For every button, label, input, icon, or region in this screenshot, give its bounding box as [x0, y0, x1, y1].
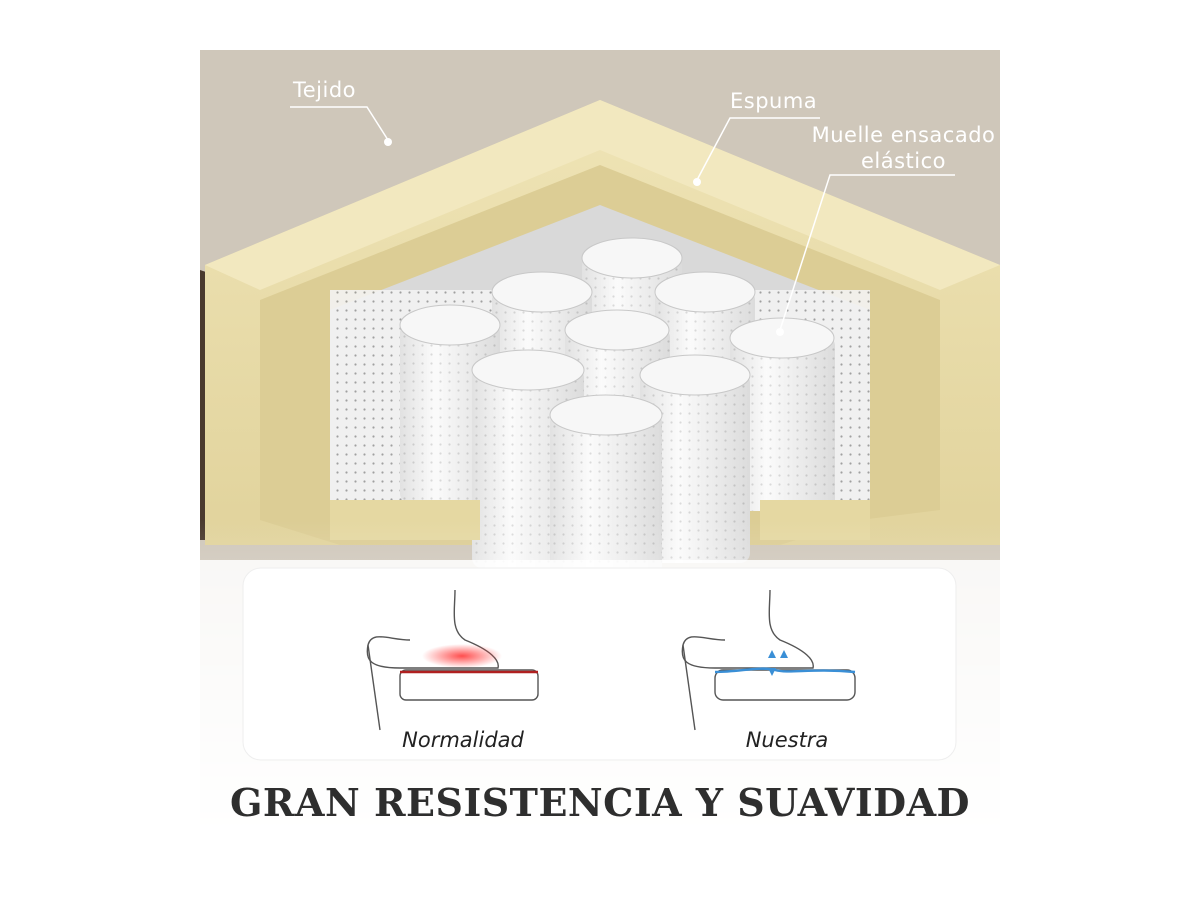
- ours-caption: Nuestra: [745, 728, 829, 752]
- callout-lines: [290, 106, 955, 331]
- our-mattress-figure: [681, 589, 856, 731]
- foam-label: Espuma: [730, 89, 818, 113]
- fabric-label: Tejido: [293, 78, 357, 102]
- comparison-panel: [242, 567, 957, 761]
- spring-label: Muelle ensacado elástico: [811, 123, 996, 173]
- headline: GRAN RESISTENCIA Y SUAVIDAD: [229, 780, 971, 825]
- relief-arrows-icon: [768, 650, 788, 676]
- pocket-springs: [399, 237, 835, 583]
- normal-caption: Normalidad: [402, 728, 524, 752]
- normal-mattress-figure: [366, 589, 539, 731]
